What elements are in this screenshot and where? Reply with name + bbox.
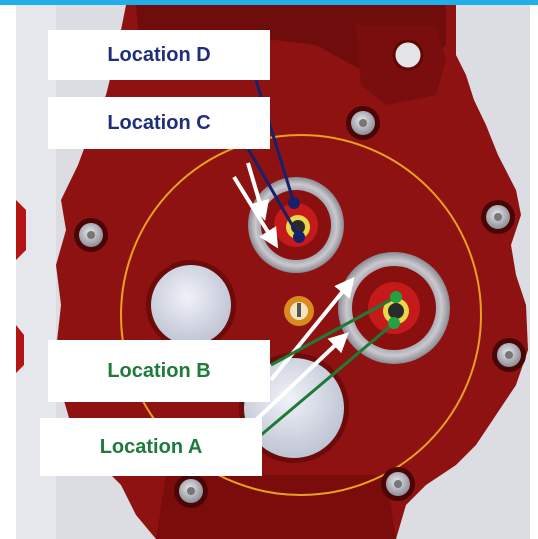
orange-outline-circle	[120, 134, 482, 496]
bolt-icon	[74, 218, 108, 252]
location-a-label: Location A	[40, 418, 262, 476]
location-b-text: Location B	[107, 359, 211, 382]
bolt-icon	[174, 474, 208, 508]
location-c-label: Location C	[48, 97, 270, 149]
location-d-label: Location D	[48, 30, 270, 80]
white-arrows	[232, 162, 355, 422]
edge-red-shape-left-2	[16, 325, 24, 373]
port-icon	[338, 252, 450, 364]
bolt-icon	[481, 200, 515, 234]
bolt-icon	[492, 338, 526, 372]
location-b-label: Location B	[48, 340, 270, 402]
edge-red-shape-left	[16, 200, 26, 260]
bolt-icon	[381, 467, 415, 501]
top-accent-bar	[0, 0, 538, 5]
location-a-text: Location A	[99, 435, 203, 458]
bolt-icon	[346, 106, 380, 140]
plug-icon	[146, 260, 236, 350]
port-icon	[248, 177, 344, 273]
top-port-hole	[394, 41, 422, 69]
location-d-text: Location D	[107, 43, 211, 66]
green-pointers	[260, 291, 402, 437]
fitting-icon	[284, 296, 314, 326]
location-c-text: Location C	[107, 111, 211, 134]
